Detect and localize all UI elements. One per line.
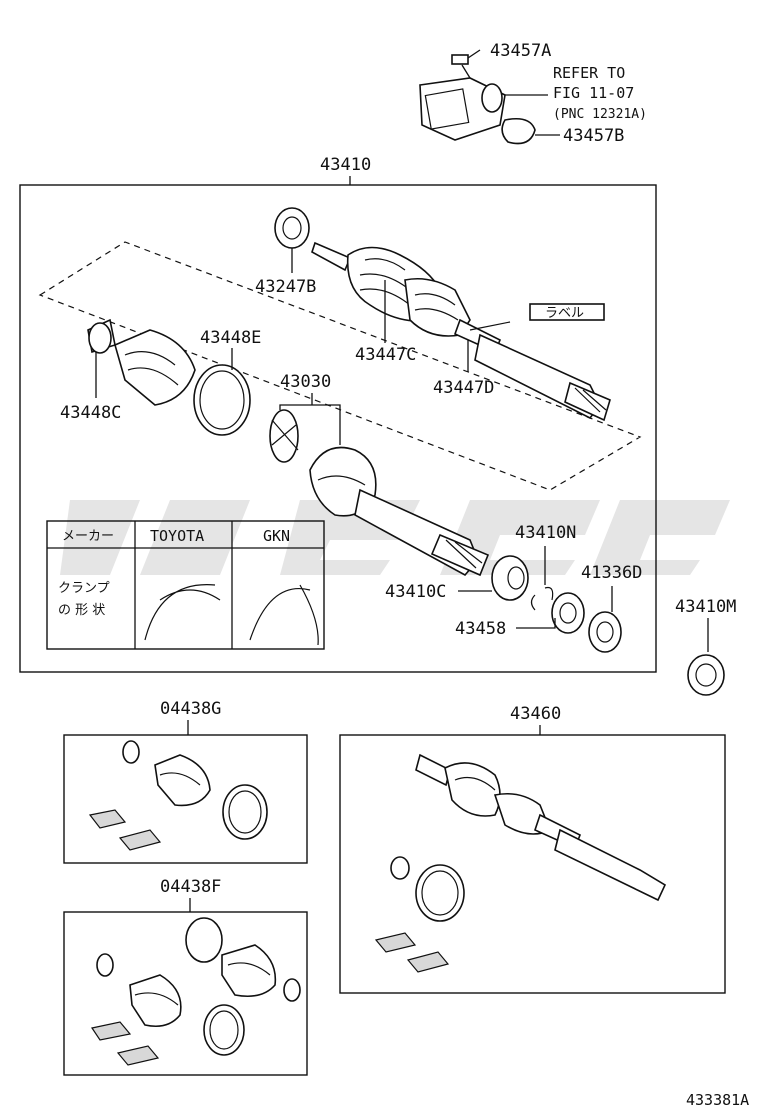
table-header-toyota: TOYOTA: [150, 527, 204, 545]
label-43410C: 43410C: [385, 582, 446, 602]
boot-kit-04438G: [88, 740, 268, 851]
label-tag: ラベル: [545, 306, 584, 321]
label-43448E: 43448E: [200, 328, 261, 348]
label-43457B: 43457B: [563, 126, 624, 146]
bearing-parts: [491, 555, 622, 653]
clamp-table: [46, 520, 325, 650]
group-04438G-box: [63, 734, 308, 864]
label-43457A: 43457A: [490, 41, 551, 61]
label-04438G: 04438G: [160, 699, 221, 719]
label-43410: 43410: [320, 155, 371, 175]
label-43030: 43030: [280, 372, 331, 392]
shaft-assembly-43460: [374, 753, 667, 973]
group-04438F-box: [63, 911, 308, 1076]
boot-kit-04438F: [91, 917, 301, 1066]
label-43460: 43460: [510, 704, 561, 724]
label-43410N: 43410N: [515, 523, 576, 543]
group-43460-box: [339, 734, 726, 994]
table-header-maker: メーカー: [62, 529, 114, 544]
label-41336D: 41336D: [581, 563, 642, 583]
diagram-id: 433381A: [686, 1091, 749, 1109]
table-header-gkn: GKN: [263, 527, 290, 545]
label-43458: 43458: [455, 619, 506, 639]
label-43447D: 43447D: [433, 378, 494, 398]
table-row-label-1: クランプ: [58, 581, 110, 596]
seal-43410M: [687, 654, 725, 696]
shaft-assembly-outer: [274, 207, 611, 422]
group-43410-box: [19, 184, 657, 673]
label-43448C: 43448C: [60, 403, 121, 423]
refer-text-3: (PNC 12321A): [553, 107, 647, 122]
inner-shaft: [309, 446, 490, 577]
label-tag-box: [529, 303, 605, 321]
refer-text-2: FIG 11-07: [553, 84, 634, 102]
boot-kit-parts: [87, 318, 299, 463]
label-43447C: 43447C: [355, 345, 416, 365]
table-row-label-2: の 形 状: [58, 603, 105, 618]
label-43410M: 43410M: [675, 597, 736, 617]
kit-outline: [38, 241, 642, 491]
label-04438F: 04438F: [160, 877, 221, 897]
label-43247B: 43247B: [255, 277, 316, 297]
refer-assembly: [419, 49, 560, 145]
refer-text-1: REFER TO: [553, 64, 625, 82]
